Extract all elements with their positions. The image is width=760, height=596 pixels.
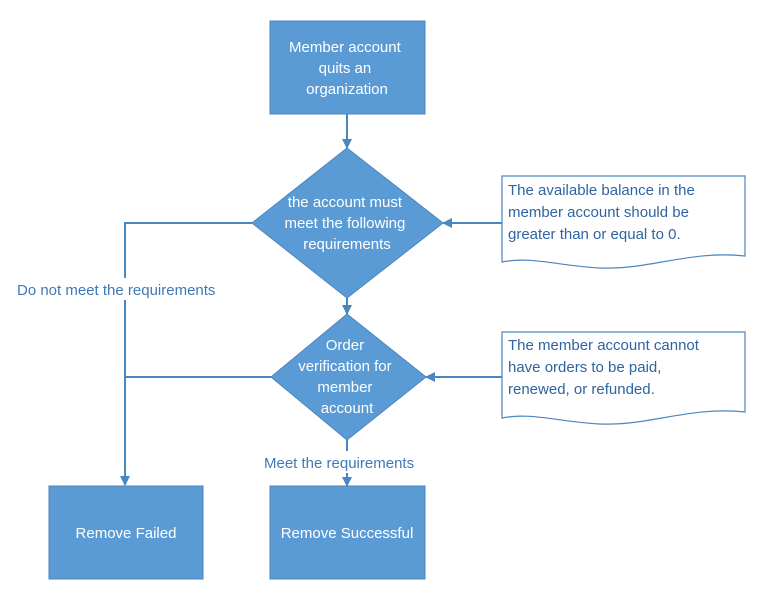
remove-failed-node [48, 485, 204, 580]
meet-requirements-label: Meet the requirements [264, 455, 414, 472]
requirements-decision-label: the account must meet the following requ… [284, 194, 409, 253]
edges [120, 114, 502, 487]
requirements-decision-node [251, 147, 444, 299]
orders-note-text: The member account cannot have orders to… [508, 337, 703, 398]
remove-successful-node [269, 485, 426, 580]
orders-note-shape [501, 331, 746, 425]
remove-successful-label: Remove Successful [281, 525, 414, 542]
meet-label-bg [260, 451, 434, 473]
balance-note-shape [501, 175, 746, 269]
start-node [269, 20, 426, 115]
balance-note-text: The available balance in the member acco… [508, 182, 699, 243]
orders-decision-node [270, 313, 427, 441]
not-meet-label-bg [14, 278, 238, 300]
not-meet-requirements-label: Do not meet the requirements [17, 282, 215, 299]
remove-failed-label: Remove Failed [76, 525, 177, 542]
start-node-label: Member account quits an organization [289, 39, 405, 98]
edge-requirements-to-failed [120, 222, 252, 486]
orders-decision-label: Order verification for member account [298, 337, 396, 417]
